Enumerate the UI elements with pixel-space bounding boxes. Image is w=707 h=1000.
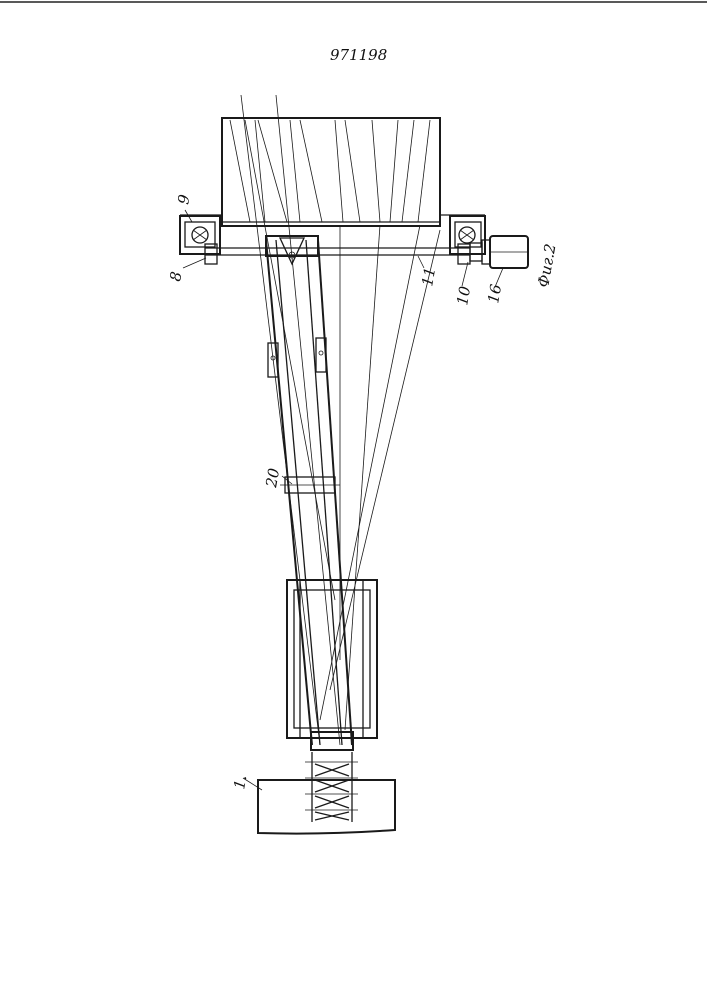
label-20: 20	[262, 466, 283, 489]
left-bearing	[180, 216, 220, 264]
patent-number: 971198	[330, 46, 387, 64]
label-11: 11	[418, 266, 439, 288]
label-10: 10	[453, 284, 474, 306]
label-9: 9	[174, 193, 193, 206]
right-bearing	[450, 216, 485, 264]
roller-conveyor	[305, 752, 358, 822]
label-16: 16	[484, 282, 505, 304]
label-8: 8	[166, 270, 185, 283]
label-1: 1.	[230, 773, 250, 790]
motor-drive	[470, 236, 528, 268]
figure-caption: Фиг.2	[534, 242, 559, 288]
